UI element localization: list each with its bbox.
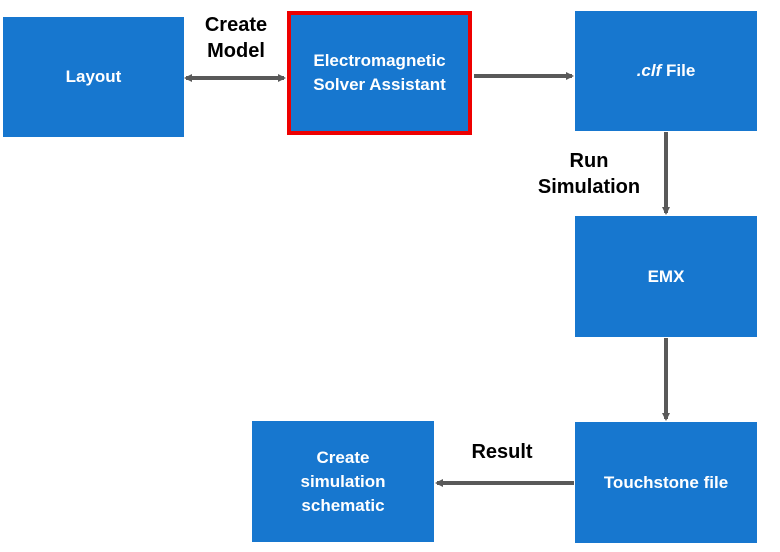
create-model-line1: Create [204,14,268,36]
node-create-schematic[interactable]: Create simulation schematic [252,421,434,542]
node-touchstone-label: Touchstone file [603,472,729,492]
node-solver-line1: Electromagnetic [313,51,446,70]
create-model-line2: Model [207,40,265,62]
edge-label-result: Result [452,439,552,465]
node-layout[interactable]: Layout [3,17,184,137]
node-emx[interactable]: EMX [575,216,757,337]
node-schematic-line3: schematic [301,495,385,515]
node-layout-label: Layout [65,67,122,86]
edge-label-run-simulation: Run Simulation [524,148,654,200]
node-touchstone[interactable]: Touchstone file [575,422,757,543]
node-clf-file[interactable]: .clf File [575,11,757,131]
node-schematic-line1: Create [316,447,370,467]
node-clf-rest: File [661,61,696,80]
node-solver-line2: Solver Assistant [313,75,446,94]
run-simulation-line1: Run [569,150,609,172]
node-emx-label: EMX [647,266,685,286]
result-text: Result [471,441,533,463]
node-solver-assistant[interactable]: Electromagnetic Solver Assistant [287,11,472,135]
node-clf-ext: .clf [636,61,662,80]
run-simulation-line2: Simulation [537,176,641,198]
node-schematic-line2: simulation [300,471,386,491]
edge-label-create-model: Create Model [188,12,284,64]
